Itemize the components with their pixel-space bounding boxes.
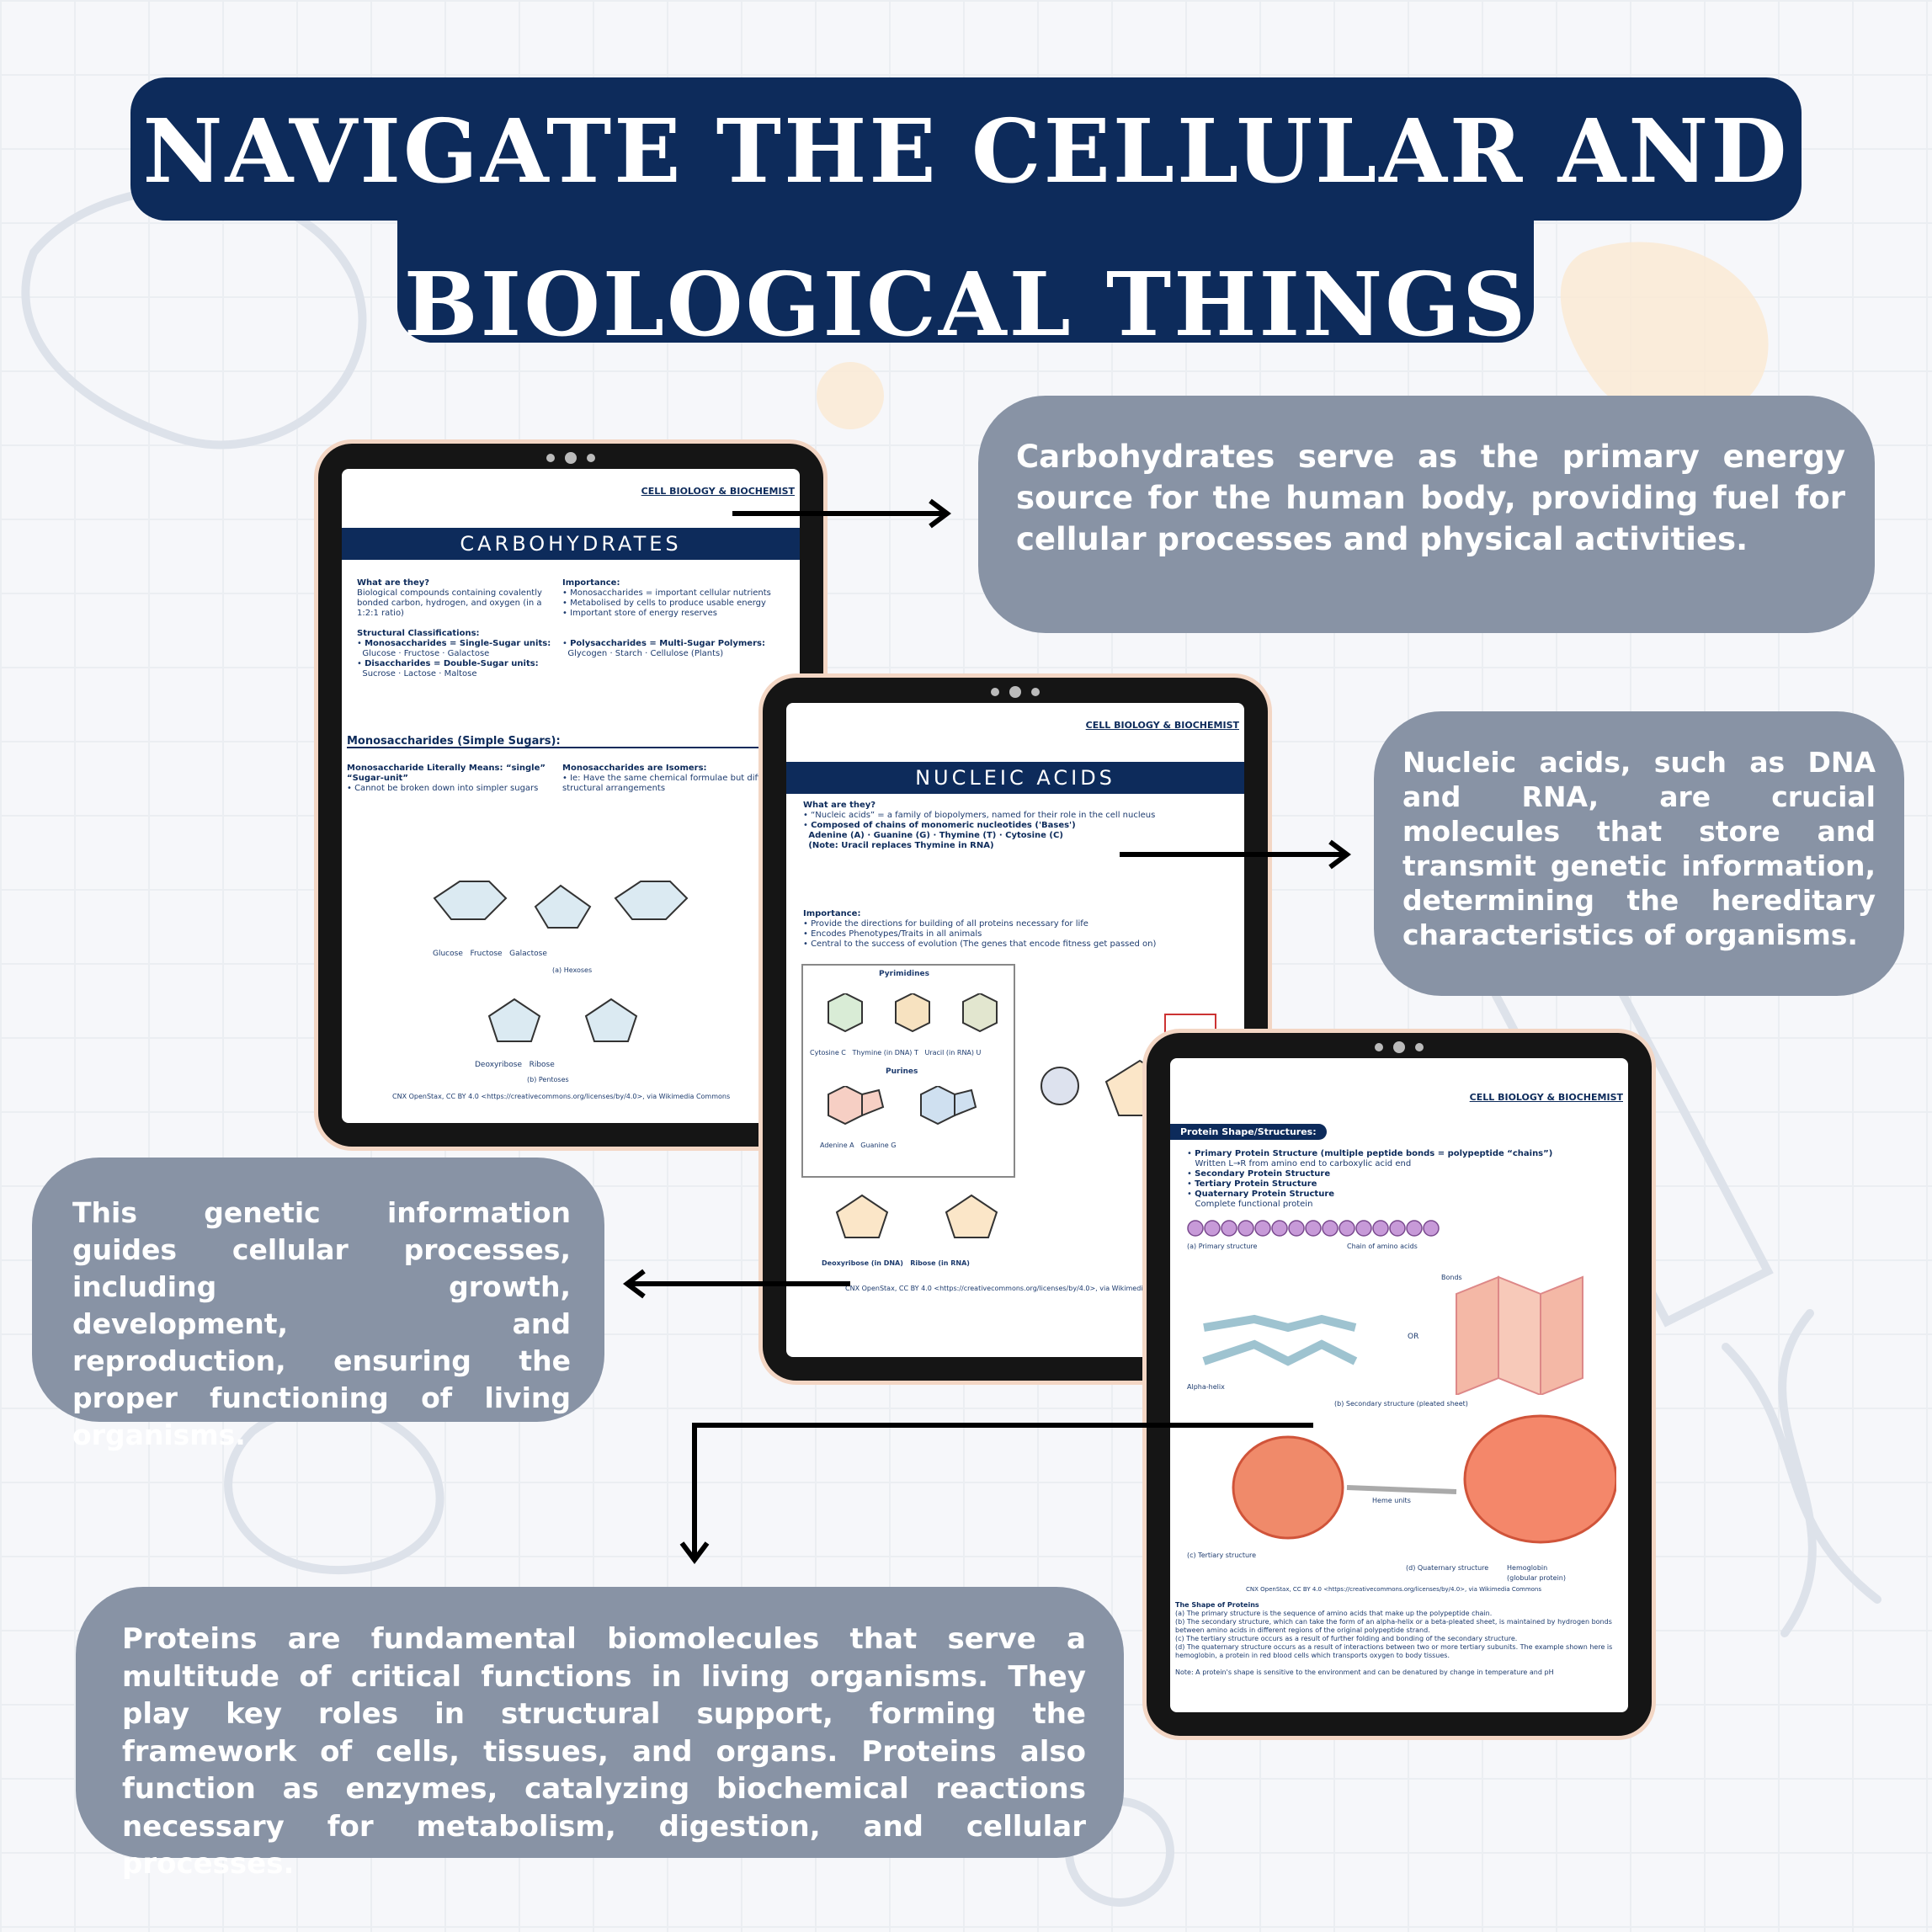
brand-label: CELL BIOLOGY & BIOCHEMIST	[641, 486, 795, 497]
protein-shape-notes: The Shape of Proteins (a) The primary st…	[1175, 1601, 1613, 1676]
callout-proteins-text: Proteins are fundamental biomolecules th…	[122, 1622, 1086, 1881]
tertiary-quaternary-structure	[1232, 1414, 1616, 1544]
hexose-diagram	[433, 881, 689, 929]
arrow-proteins	[679, 1423, 1313, 1564]
carb-credit: CNX OpenStax, CC BY 4.0 <https://creativ…	[392, 1093, 731, 1100]
dna-doodle	[1722, 1309, 1881, 1637]
tablet-screen: CELL BIOLOGY & BIOCHEMIST CARBOHYDRATES …	[342, 469, 800, 1123]
title-banner-tab	[397, 206, 1534, 343]
arrow-nucleic-acids	[1120, 839, 1351, 870]
amino-acid-chain	[1187, 1220, 1440, 1237]
hexose-caption: (a) Hexoses	[552, 966, 593, 974]
carb-section: Monosaccharides (Simple Sugars):	[347, 736, 785, 748]
pleated-label: (b) Secondary structure (pleated sheet)	[1334, 1400, 1468, 1408]
callout-carbohydrates: Carbohydrates serve as the primary energ…	[978, 396, 1875, 633]
callout-nucleic-acids: Nucleic acids, such as DNA and RNA, are …	[1374, 711, 1904, 996]
title-line-2: BIOLOGICAL THINGS	[403, 253, 1529, 356]
chain-label: Chain of amino acids	[1347, 1243, 1418, 1250]
carb-what: What are they?Biological compounds conta…	[357, 578, 542, 618]
title-line-1: NAVIGATE THE CELLULAR AND	[142, 99, 1790, 203]
callout-nucleic-acids-text: Nucleic acids, such as DNA and RNA, are …	[1402, 746, 1876, 951]
protein-tag: Protein Shape/Structures:	[1170, 1124, 1327, 1140]
arrow-carbohydrates	[732, 498, 951, 529]
callout-proteins: Proteins are fundamental biomolecules th…	[76, 1587, 1124, 1881]
tablet-camera	[991, 686, 1040, 698]
pentose-diagram	[487, 998, 638, 1042]
protein-structures: • Primary Protein Structure (multiple pe…	[1187, 1149, 1553, 1209]
nucleic-importance: Importance:• Provide the directions for …	[803, 909, 1157, 949]
base-diagram-box	[801, 964, 1015, 1178]
quaternary-label: (d) Quaternary structure	[1406, 1564, 1489, 1572]
page-title: NAVIGATE THE CELLULAR AND BIOLOGICAL THI…	[130, 88, 1802, 368]
virus-doodle	[1560, 242, 1769, 422]
tablet-camera	[546, 452, 595, 464]
tablet-camera	[1375, 1041, 1424, 1053]
pyrimidines-label: Pyrimidines	[879, 970, 930, 978]
carb-literal: Monosaccharide Literally Means: “single”…	[347, 764, 546, 793]
purine-rings	[828, 1086, 977, 1126]
callout-genetic-information-text: This genetic information guides cellular…	[72, 1196, 571, 1451]
hemoglobin-label: Hemoglobin (globular protein)	[1507, 1564, 1566, 1582]
nucleic-what: What are they?• “Nucleic acids” = a fami…	[803, 801, 1156, 850]
pyrimidine-labels: Cytosine C Thymine (in DNA) T Uracil (in…	[810, 1049, 982, 1056]
tablet-screen: CELL BIOLOGY & BIOCHEMIST Protein Shape/…	[1170, 1058, 1628, 1712]
hexose-labels: Glucose Fructose Galactose	[433, 950, 547, 958]
bonds-label: Bonds	[1441, 1274, 1462, 1281]
arrow-genetic-information	[623, 1269, 850, 1299]
sugar-rings	[835, 1194, 998, 1238]
bubble-doodle	[817, 362, 884, 429]
nucleic-credit: CNX OpenStax, CC BY 4.0 <https://creativ…	[845, 1285, 1154, 1292]
sheet-title: CARBOHYDRATES	[342, 528, 800, 560]
carb-importance: Importance:• Monosaccharides = important…	[562, 578, 771, 618]
sugar-labels: Deoxyribose (in DNA) Ribose (in RNA)	[822, 1259, 970, 1267]
alpha-label: Alpha-helix	[1187, 1383, 1225, 1391]
tablet-carbohydrates: CELL BIOLOGY & BIOCHEMIST CARBOHYDRATES …	[318, 444, 823, 1147]
tablet-proteins: CELL BIOLOGY & BIOCHEMIST Protein Shape/…	[1147, 1033, 1652, 1736]
sheet-title: NUCLEIC ACIDS	[786, 762, 1244, 794]
secondary-structure	[1202, 1275, 1583, 1395]
primary-label: (a) Primary structure	[1187, 1243, 1258, 1250]
brand-label: CELL BIOLOGY & BIOCHEMIST	[1469, 1092, 1623, 1103]
callout-genetic-information: This genetic information guides cellular…	[32, 1158, 604, 1451]
pyrimidine-rings	[828, 993, 998, 1033]
heme-label: Heme units	[1372, 1497, 1411, 1504]
carb-poly: • Polysaccharides = Multi-Sugar Polymers…	[562, 639, 765, 658]
brand-label: CELL BIOLOGY & BIOCHEMIST	[1085, 720, 1239, 731]
protein-credit: CNX OpenStax, CC BY 4.0 <https://creativ…	[1246, 1586, 1542, 1593]
tertiary-label: (c) Tertiary structure	[1187, 1551, 1257, 1559]
purine-labels: Adenine A Guanine G	[820, 1142, 897, 1149]
title-banner	[130, 77, 1802, 221]
pentose-labels: Deoxyribose Ribose	[475, 1061, 555, 1069]
purines-label: Purines	[886, 1067, 918, 1076]
callout-carbohydrates-text: Carbohydrates serve as the primary energ…	[1016, 439, 1845, 557]
carb-isomers: Monosaccharides are Isomers:• Ie: Have t…	[562, 764, 783, 793]
carb-structural: Structural Classifications:• Monosacchar…	[357, 629, 551, 679]
pentose-caption: (b) Pentoses	[527, 1076, 569, 1083]
or-label: OR	[1408, 1333, 1419, 1341]
